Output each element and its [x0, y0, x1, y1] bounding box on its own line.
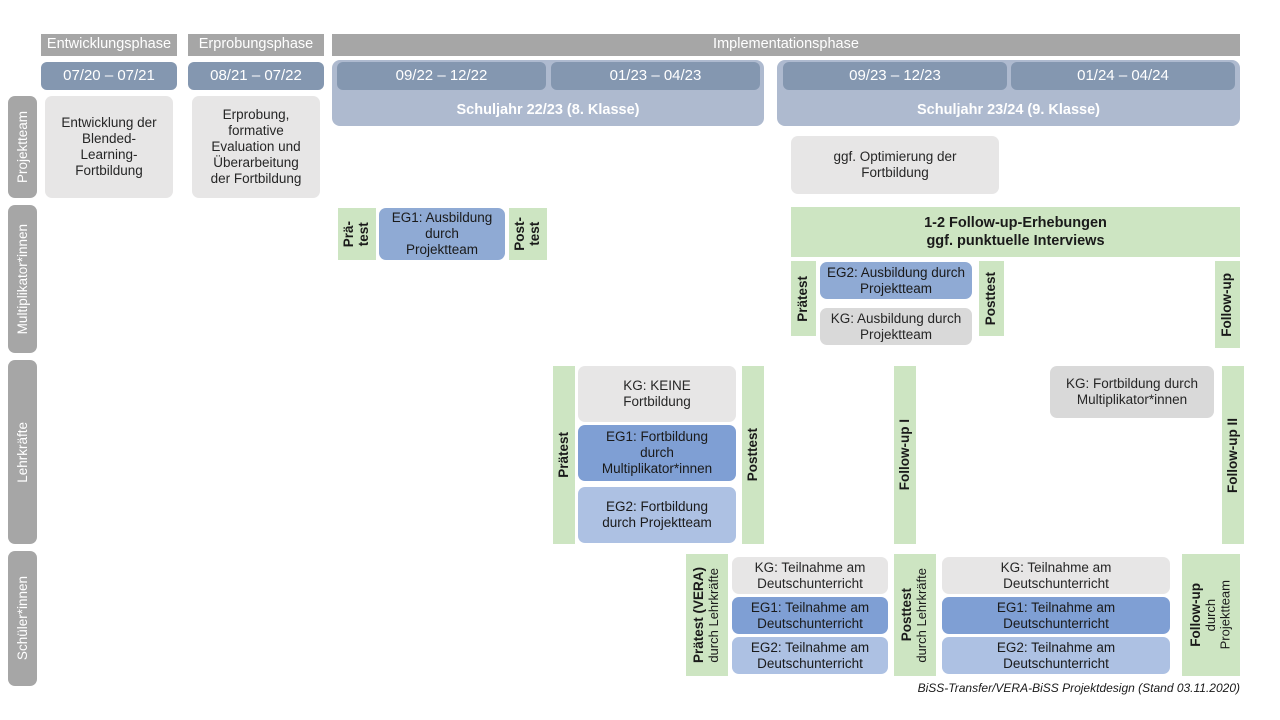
phase-header-erprobungsphase: Erprobungsphase	[188, 34, 324, 56]
box-lehrkraefte-eg2: EG2: Fortbildung durch Projektteam	[578, 487, 736, 543]
strip-followup-schueler-sub: durch Projektteam	[1203, 580, 1233, 650]
strip-posttest-multiplikatoren-text: Post- test	[512, 217, 542, 251]
strip-posttest-lehrkraefte: Posttest	[742, 366, 764, 544]
strip-followup-multiplikatoren-text: Follow-up	[1219, 272, 1235, 337]
box-schueler-kg-1: KG: Teilnahme am Deutschunterricht	[732, 557, 888, 594]
box-erprobung-evaluation: Erprobung, formative Evaluation und Über…	[192, 96, 320, 198]
strip-posttest-multiplikatoren: Post- test	[509, 208, 547, 260]
phase-header-implementationsphase: Implementationsphase	[332, 34, 1240, 56]
period-pill-5: 01/24 – 04/24	[1011, 62, 1235, 90]
row-label-schuelerinnen-text: Schüler*innen	[15, 576, 30, 661]
strip-followup-2-lehrkraefte: Follow-up II	[1222, 366, 1244, 544]
box-lehrkraefte-kg-fortbildung: KG: Fortbildung durch Multiplikator*inne…	[1050, 366, 1214, 418]
period-pill-4: 09/23 – 12/23	[783, 62, 1007, 90]
box-schueler-eg1-1: EG1: Teilnahme am Deutschunterricht	[732, 597, 888, 634]
row-label-lehrkraefte: Lehrkräfte	[8, 360, 37, 544]
box-multiplikatoren-eg2: EG2: Ausbildung durch Projektteam	[820, 262, 972, 299]
box-lehrkraefte-kg-keine: KG: KEINE Fortbildung	[578, 366, 736, 422]
phase-header-entwicklungsphase: Entwicklungsphase	[41, 34, 177, 56]
box-lehrkraefte-eg1: EG1: Fortbildung durch Multiplikator*inn…	[578, 425, 736, 481]
period-pill-0: 07/20 – 07/21	[41, 62, 177, 90]
row-label-projektteam-text: Projektteam	[15, 110, 30, 184]
strip-followup-schueler-title: Follow-up	[1188, 583, 1204, 647]
row-label-lehrkraefte-text: Lehrkräfte	[15, 421, 30, 483]
box-schueler-eg1-2: EG1: Teilnahme am Deutschunterricht	[942, 597, 1170, 634]
footer-source-note: BiSS-Transfer/VERA-BiSS Projektdesign (S…	[917, 681, 1240, 695]
row-label-multiplikatorinnen-text: Multiplikator*innen	[15, 223, 30, 335]
strip-followup-1-lehrkraefte-text: Follow-up I	[896, 419, 912, 491]
banner-followup-erhebungen: 1-2 Follow-up-Erhebungen ggf. punktuelle…	[791, 207, 1240, 257]
strip-praetest-multiplikatoren-text: Prä- test	[341, 220, 371, 248]
box-schueler-kg-2: KG: Teilnahme am Deutschunterricht	[942, 557, 1170, 594]
row-label-multiplikatorinnen: Multiplikator*innen	[8, 205, 37, 353]
strip-followup-2-lehrkraefte-text: Follow-up II	[1224, 417, 1240, 493]
strip-posttest-lehrkraefte-text: Posttest	[744, 428, 760, 482]
strip-posttest-schueler-sub: durch Lehrkräfte	[914, 567, 930, 663]
strip-praetest-lehrkraefte: Prätest	[553, 366, 575, 544]
period-pill-1: 08/21 – 07/22	[188, 62, 324, 90]
period-pill-3: 01/23 – 04/23	[551, 62, 760, 90]
period-pill-2: 09/22 – 12/22	[337, 62, 546, 90]
row-label-schuelerinnen: Schüler*innen	[8, 551, 37, 686]
box-ggf-optimierung: ggf. Optimierung der Fortbildung	[791, 136, 999, 194]
strip-praetest-vera-sub: durch Lehrkräfte	[706, 567, 722, 663]
schoolyear-label-2324: Schuljahr 23/24 (9. Klasse)	[917, 102, 1100, 119]
box-schueler-eg2-1: EG2: Teilnahme am Deutschunterricht	[732, 637, 888, 674]
strip-praetest-multiplikatoren-2-text: Prätest	[795, 275, 811, 322]
strip-followup-multiplikatoren: Follow-up	[1215, 261, 1240, 348]
strip-posttest-schueler: Posttest durch Lehrkräfte	[894, 554, 936, 676]
box-entwicklung-fortbildung: Entwicklung der Blended- Learning- Fortb…	[45, 96, 173, 198]
strip-posttest-multiplikatoren-2-text: Posttest	[983, 271, 999, 326]
strip-praetest-multiplikatoren: Prä- test	[338, 208, 376, 260]
box-multiplikatoren-kg: KG: Ausbildung durch Projektteam	[820, 308, 972, 345]
strip-praetest-vera-title: Prätest (VERA)	[691, 566, 707, 664]
strip-praetest-multiplikatoren-2: Prätest	[791, 261, 816, 336]
strip-followup-1-lehrkraefte: Follow-up I	[894, 366, 916, 544]
strip-posttest-schueler-title: Posttest	[899, 588, 915, 642]
schoolyear-label-2223: Schuljahr 22/23 (8. Klasse)	[456, 102, 640, 119]
strip-praetest-vera-schueler: Prätest (VERA) durch Lehrkräfte	[686, 554, 728, 676]
box-multiplikatoren-eg1: EG1: Ausbildung durch Projektteam	[379, 208, 505, 260]
row-label-projektteam: Projektteam	[8, 96, 37, 198]
strip-posttest-multiplikatoren-2: Posttest	[979, 261, 1004, 336]
strip-followup-schueler: Follow-up durch Projektteam	[1182, 554, 1240, 676]
box-schueler-eg2-2: EG2: Teilnahme am Deutschunterricht	[942, 637, 1170, 674]
strip-praetest-lehrkraefte-text: Prätest	[555, 432, 571, 478]
